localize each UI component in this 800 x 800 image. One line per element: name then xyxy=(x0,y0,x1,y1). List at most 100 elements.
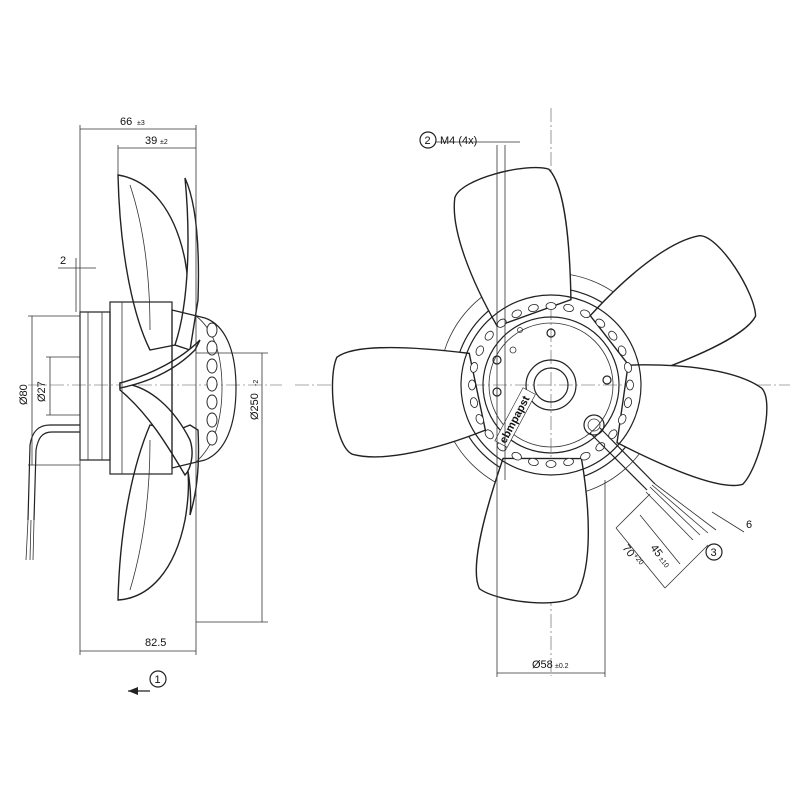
logo-label: ebmpapst xyxy=(494,387,536,448)
side-upper-blade-edge xyxy=(174,177,200,351)
fan-blade xyxy=(589,234,757,379)
dim-2-label: 2 xyxy=(60,255,66,267)
front-cable-wires xyxy=(645,483,717,541)
side-middle-blade-top xyxy=(119,339,201,389)
hub-outer xyxy=(525,359,577,411)
side-upper-blade xyxy=(117,174,190,351)
rim-slot xyxy=(468,379,476,391)
dim-250-label: Ø250 xyxy=(249,393,261,420)
dim-66-tolerance: ±3 xyxy=(137,120,145,127)
rotor-slot xyxy=(206,358,218,374)
rim-slot xyxy=(528,304,539,312)
cable-gland-inner xyxy=(587,418,601,432)
dim-45-tolerance: ±10 xyxy=(657,556,670,570)
dim-39-label: 39 xyxy=(145,135,157,147)
cable-gland xyxy=(583,414,605,436)
rim-slot xyxy=(496,318,507,328)
rotor-slot xyxy=(206,412,218,428)
callout-1-circle xyxy=(149,670,167,688)
rim-slot xyxy=(470,362,478,373)
side-view: 66 ±3 39 ±2 2 Ø80 Ø27 Ø250 -2 82.5 1 xyxy=(18,116,282,695)
dim-70-ext xyxy=(615,493,651,529)
callout-3-label: 3 xyxy=(711,547,717,559)
rim-slot xyxy=(624,362,632,373)
rim-slot xyxy=(617,345,627,356)
fan-blade xyxy=(331,346,487,458)
rotor-slot xyxy=(206,430,218,446)
rim-slot xyxy=(617,414,627,425)
mount-hole xyxy=(602,375,612,385)
rim-slot xyxy=(595,318,606,328)
side-middle-blade xyxy=(119,382,193,477)
dim-45-text: 45 ±10 xyxy=(648,542,670,570)
dim-70-ext-2 xyxy=(664,544,709,589)
side-rotor xyxy=(171,309,237,469)
rim-slot xyxy=(580,451,591,461)
rotor-slot xyxy=(206,376,218,392)
rim-slot xyxy=(511,309,522,319)
side-cable xyxy=(27,424,80,521)
screw xyxy=(517,327,523,333)
rotor-rim-slots xyxy=(468,302,634,468)
rim-slot xyxy=(484,330,494,341)
side-flange xyxy=(79,311,111,461)
front-cable xyxy=(589,427,656,491)
rim-slot xyxy=(475,345,485,356)
rim-slot xyxy=(528,458,539,466)
logo-text: ebmpapst xyxy=(498,394,533,446)
rim-slot xyxy=(626,379,634,391)
dim-70-label: 70 xyxy=(620,542,637,559)
rotor-rim xyxy=(460,294,642,476)
rim-slot xyxy=(484,429,494,440)
dim-58-label: Ø58 xyxy=(532,659,553,671)
rotor-slot xyxy=(206,394,218,410)
dim-70-tolerance: +20 xyxy=(632,553,645,567)
side-cable-2 xyxy=(33,431,80,521)
airflow-arrow-head xyxy=(128,687,138,695)
side-lower-blade-line xyxy=(129,439,151,591)
dim-6-label: 6 xyxy=(746,519,752,531)
front-blades xyxy=(331,166,768,604)
dim-82-5-label: 82.5 xyxy=(145,637,166,649)
rim-slot xyxy=(580,309,591,319)
dim-27-label: Ø27 xyxy=(36,381,48,402)
dim-45-label: 45 xyxy=(648,542,665,559)
dim-45-line xyxy=(639,514,681,565)
rotor-slot xyxy=(206,340,218,356)
dim-70-text: 70 +20 xyxy=(620,542,645,567)
rim-slot xyxy=(563,458,574,466)
rotor-face-inner xyxy=(488,322,614,448)
rim-slot xyxy=(545,460,557,468)
rim-slot xyxy=(470,397,478,408)
fan-blade xyxy=(616,364,768,487)
callout-2-label: 2 xyxy=(425,135,431,147)
dim-70-line xyxy=(615,527,666,589)
side-rotor-slots xyxy=(206,322,218,446)
callout-1-label: 1 xyxy=(155,674,161,686)
mount-hole xyxy=(546,328,556,338)
dim-39-tolerance: ±2 xyxy=(160,139,168,146)
rim-slot xyxy=(624,397,632,408)
dim-6-line xyxy=(711,511,745,533)
front-view: ebmpapst 2 M4 (4x) Ø58 ±0.2 70 +20 45 ±1… xyxy=(295,108,790,677)
rim-slot xyxy=(563,304,574,312)
dim-66-label: 66 xyxy=(120,116,132,128)
m4-label: M4 (4x) xyxy=(440,135,477,147)
dim-80-label: Ø80 xyxy=(18,384,30,405)
fan-blade xyxy=(453,166,572,328)
side-cable-wires xyxy=(25,519,35,561)
rim-slot xyxy=(608,330,618,341)
screw xyxy=(509,346,517,354)
rim-slot xyxy=(511,451,522,461)
hub-bore xyxy=(533,367,569,403)
rim-slot xyxy=(545,302,557,310)
dim-250-tolerance: -2 xyxy=(253,380,260,386)
callout-2-circle xyxy=(419,131,437,149)
fan-blade xyxy=(475,457,590,604)
rotor-slot xyxy=(206,322,218,338)
callout-3-circle xyxy=(705,543,723,561)
side-upper-blade-line xyxy=(129,184,151,331)
dim-58-tolerance: ±0.2 xyxy=(555,663,569,670)
